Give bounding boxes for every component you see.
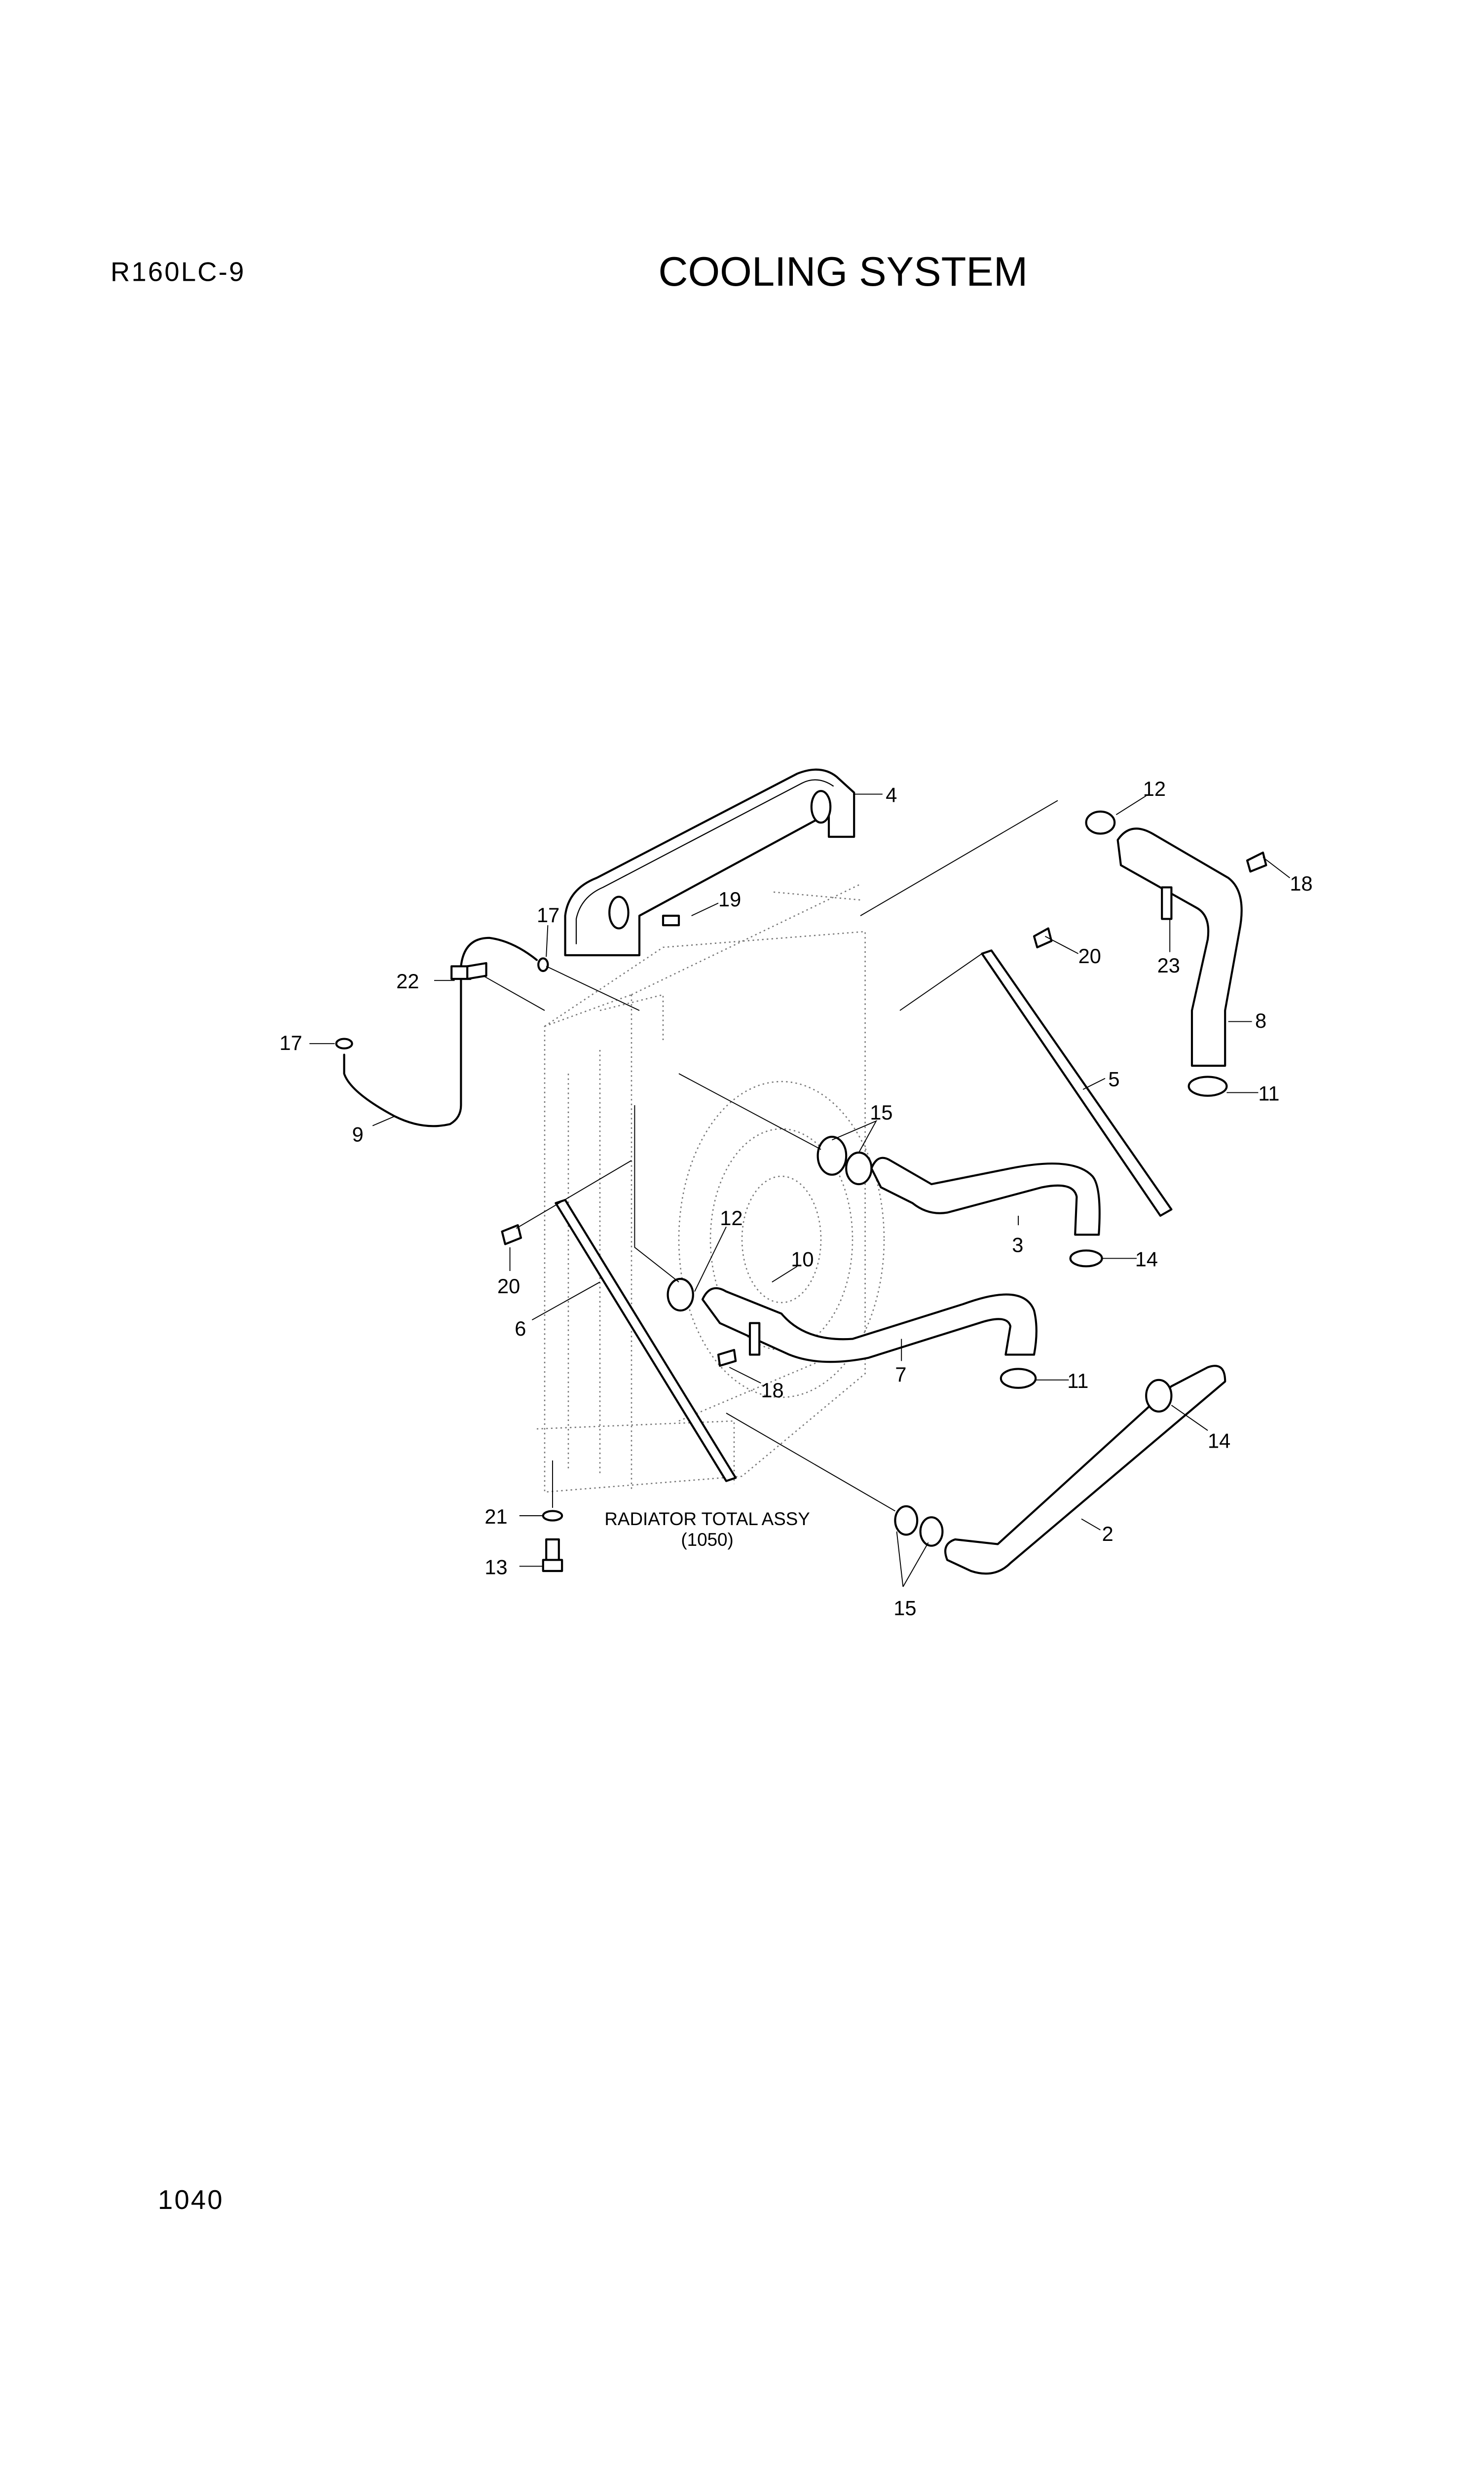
callout-15: 15 bbox=[870, 1101, 892, 1124]
callout-5: 5 bbox=[1108, 1068, 1119, 1091]
callout-12: 12 bbox=[1143, 777, 1166, 800]
callout-20: 20 bbox=[1078, 944, 1101, 968]
callout-14: 14 bbox=[1208, 1429, 1230, 1452]
callout-20: 20 bbox=[497, 1274, 520, 1298]
shroud bbox=[564, 768, 855, 957]
callout-6: 6 bbox=[515, 1317, 526, 1340]
hose-3 bbox=[816, 1135, 1103, 1268]
rod-5 bbox=[981, 927, 1173, 1217]
callout-15: 15 bbox=[893, 1597, 916, 1620]
parts-diagram: R160LC-9 COOLING SYSTEM 1040 bbox=[111, 249, 1313, 2215]
assembly-reference: (1050) bbox=[681, 1530, 733, 1550]
callout-3: 3 bbox=[1012, 1234, 1023, 1257]
callout-11: 11 bbox=[1258, 1082, 1279, 1105]
callout-18: 18 bbox=[761, 1379, 783, 1402]
callout-12: 12 bbox=[720, 1206, 742, 1230]
callout-13: 13 bbox=[484, 1555, 507, 1578]
bolt-13-washer-21 bbox=[542, 914, 680, 1572]
callout-9: 9 bbox=[352, 1123, 364, 1146]
callout-17: 17 bbox=[279, 1031, 302, 1054]
callout-4: 4 bbox=[886, 784, 897, 807]
callout-2: 2 bbox=[1102, 1522, 1113, 1545]
radiator-assembly bbox=[536, 883, 885, 1493]
callout-17: 17 bbox=[537, 903, 559, 927]
hose-2 bbox=[894, 1365, 1226, 1575]
callout-23: 23 bbox=[1157, 954, 1180, 977]
rod-6 bbox=[501, 1198, 737, 1482]
leader-lines bbox=[309, 793, 1290, 1587]
callout-14: 14 bbox=[1135, 1247, 1158, 1271]
assembly-label: RADIATOR TOTAL ASSY bbox=[604, 1509, 810, 1529]
page-title: COOLING SYSTEM bbox=[658, 249, 1028, 295]
callout-18: 18 bbox=[1290, 872, 1312, 895]
hose-7 bbox=[667, 1277, 1038, 1389]
callout-10: 10 bbox=[791, 1247, 814, 1271]
pipe-9 bbox=[335, 936, 549, 1127]
callout-8: 8 bbox=[1255, 1009, 1266, 1032]
callout-11: 11 bbox=[1067, 1369, 1088, 1392]
callout-7: 7 bbox=[895, 1363, 906, 1386]
callouts: 4 12 18 19 17 20 22 23 8 17 5 11 9 15 12… bbox=[279, 777, 1312, 1620]
hose-8 bbox=[1085, 810, 1267, 1097]
callout-19: 19 bbox=[718, 888, 741, 911]
model-label: R160LC-9 bbox=[111, 257, 246, 287]
callout-21: 21 bbox=[484, 1505, 507, 1528]
page-number: 1040 bbox=[158, 2185, 224, 2215]
callout-22: 22 bbox=[396, 970, 419, 993]
